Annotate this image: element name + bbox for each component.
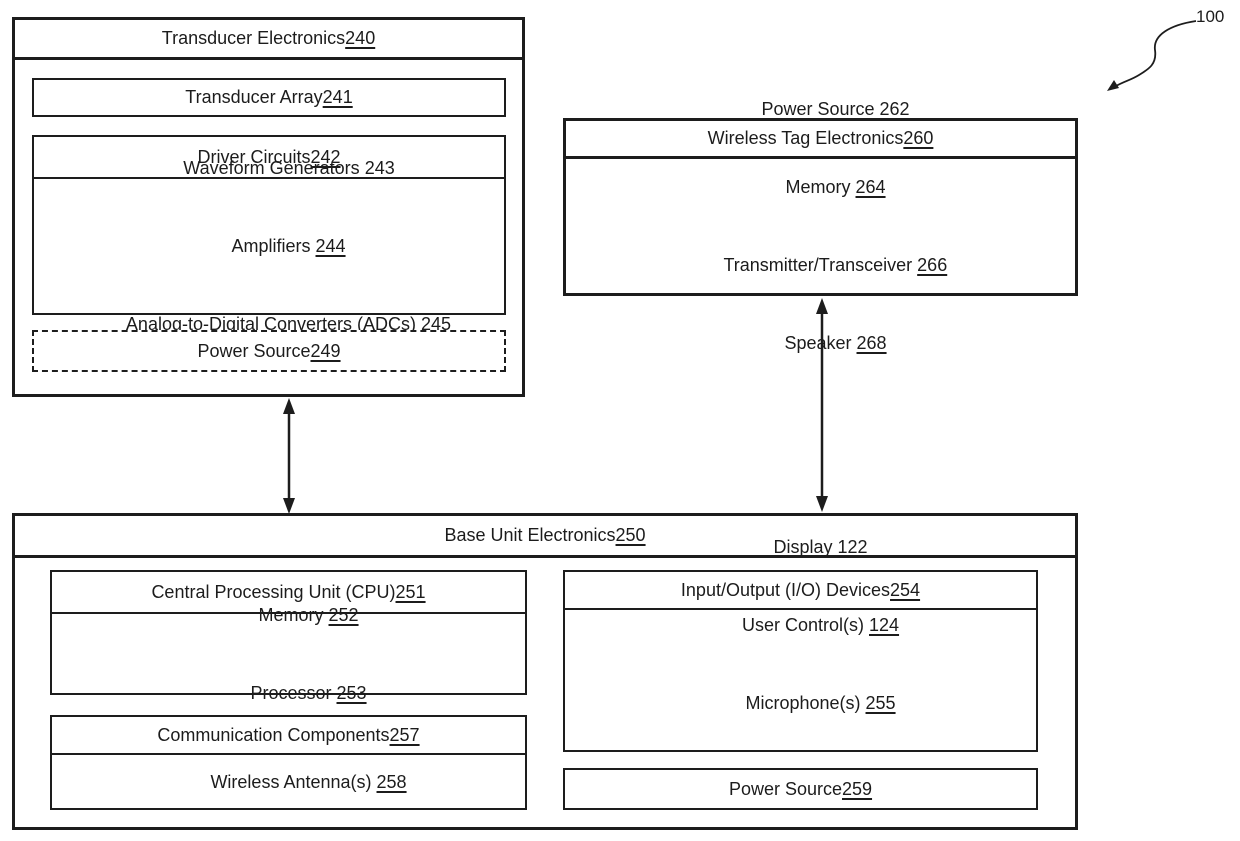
item-tag-memory-label: Memory <box>785 177 851 197</box>
item-adcs-label: Analog-to-Digital Converters (ADCs) <box>125 314 417 334</box>
item-user-controls-ref: 124 <box>869 615 900 635</box>
base-power-source-label: Power Source <box>728 778 842 799</box>
item-wireless-antennas-label: Wireless Antenna(s) <box>210 771 372 792</box>
item-adcs: Analog-to-Digital Converters (ADCs) 245 <box>34 285 504 363</box>
item-cpu-processor-label: Processor <box>250 682 332 703</box>
communication-components-header: Communication Components 257 <box>52 717 525 755</box>
item-adcs-ref: 245 <box>421 314 452 334</box>
base-unit-title-label: Base Unit Electronics <box>444 525 616 545</box>
transducer-electronics-title: Transducer Electronics 240 <box>15 20 522 60</box>
driver-circuits-header-ref: 242 <box>310 146 341 167</box>
driver-circuits-header: Driver Circuits 242 <box>34 137 504 179</box>
wireless-tag-body: Power Source 262 Memory 264 Transmitter/… <box>566 99 1075 353</box>
communication-components-box: Communication Components 257 Wireless An… <box>50 715 527 810</box>
item-tag-speaker-label: Speaker <box>784 333 852 353</box>
item-cpu-processor: Processor 253 <box>52 654 525 732</box>
item-amplifiers-ref: 244 <box>315 236 346 256</box>
wireless-tag-electronics-box: Wireless Tag Electronics 260 Power Sourc… <box>563 99 1078 353</box>
wireless-tag-title-ref: 260 <box>903 128 934 148</box>
transducer-array-ref: 241 <box>322 87 353 107</box>
io-devices-header-label: Input/Output (I/O) Devices <box>680 579 891 600</box>
item-tag-speaker: Speaker 268 <box>566 304 1075 382</box>
item-waveform-generators-ref: 243 <box>364 158 395 178</box>
item-cpu-memory: Memory 252 <box>52 576 525 654</box>
cpu-header: Central Processing Unit (CPU) 251 <box>52 572 525 614</box>
item-amplifiers: Amplifiers 244 <box>34 207 504 285</box>
item-tag-power-source-ref: 262 <box>879 99 910 119</box>
item-cpu-memory-label: Memory <box>258 604 324 625</box>
transducer-electronics-title-label: Transducer Electronics <box>161 28 346 48</box>
item-amplifiers-label: Amplifiers <box>231 236 311 256</box>
io-devices-box: Input/Output (I/O) Devices 254 Display 1… <box>563 537 1038 791</box>
base-unit-title-ref: 250 <box>615 525 646 545</box>
driver-circuits-header-label: Driver Circuits <box>197 146 311 167</box>
item-display-label: Display <box>773 537 833 557</box>
item-wireless-antennas: Wireless Antenna(s) 258 <box>52 743 525 821</box>
transducer-electronics-title-ref: 240 <box>345 28 376 48</box>
item-tag-transmitter-ref: 266 <box>917 255 948 275</box>
item-waveform-generators: Waveform Generators 243 <box>34 129 504 207</box>
transducer-array-box: Transducer Array 241 <box>32 78 506 117</box>
item-user-controls-label: User Control(s) <box>741 615 864 635</box>
transducer-power-source-label: Power Source <box>197 340 311 361</box>
transducer-array-label: Transducer Array <box>185 87 323 107</box>
base-power-source-box: Power Source 259 <box>563 768 1038 810</box>
transducer-power-source-box: Power Source 249 <box>32 330 506 372</box>
item-tag-speaker-ref: 268 <box>856 333 887 353</box>
figure-ref-leader-arrow <box>1107 20 1197 91</box>
item-user-controls: User Control(s) 124 <box>565 586 1036 664</box>
cpu-header-label: Central Processing Unit (CPU) <box>151 581 396 602</box>
item-microphones-ref: 255 <box>865 693 896 713</box>
io-devices-header-ref: 254 <box>890 579 921 600</box>
item-tag-transmitter: Transmitter/Transceiver 266 <box>566 226 1075 304</box>
item-microphones: Microphone(s) 255 <box>565 664 1036 742</box>
item-tag-power-source: Power Source 262 <box>566 70 1075 148</box>
item-cpu-processor-ref: 253 <box>336 682 367 703</box>
item-waveform-generators-label: Waveform Generators <box>183 158 360 178</box>
item-wireless-antennas-ref: 258 <box>376 771 407 792</box>
item-tag-memory-ref: 264 <box>855 177 886 197</box>
item-tag-memory: Memory 264 <box>566 148 1075 226</box>
cpu-box: Central Processing Unit (CPU) 251 Memory… <box>50 570 527 703</box>
base-unit-electronics-box: Base Unit Electronics 250 Central Proces… <box>12 513 1078 830</box>
driver-circuits-box: Driver Circuits 242 Waveform Generators … <box>32 135 506 334</box>
wireless-tag-title-label: Wireless Tag Electronics <box>707 128 904 148</box>
item-tag-power-source-label: Power Source <box>761 99 875 119</box>
item-cpu-memory-ref: 252 <box>328 604 359 625</box>
communication-components-body: Wireless Antenna(s) 258 <box>52 755 525 808</box>
figure-ref-label: 100 <box>1196 7 1225 26</box>
item-tag-transmitter-label: Transmitter/Transceiver <box>723 255 913 275</box>
item-display-ref: 122 <box>837 537 868 557</box>
cpu-body: Memory 252 Processor 253 <box>52 605 525 703</box>
transducer-power-source-ref: 249 <box>310 340 341 361</box>
base-unit-title: Base Unit Electronics 250 <box>15 516 1075 558</box>
cpu-header-ref: 251 <box>395 581 426 602</box>
wireless-tag-title: Wireless Tag Electronics 260 <box>566 121 1075 159</box>
driver-circuits-body: Waveform Generators 243 Amplifiers 244 A… <box>34 158 504 334</box>
io-devices-body: Display 122 User Control(s) 124 Micropho… <box>565 537 1036 791</box>
transducer-electronics-box: Transducer Electronics 240 Transducer Ar… <box>12 17 525 397</box>
io-devices-header: Input/Output (I/O) Devices 254 <box>565 572 1036 610</box>
arrow-transducer-base <box>283 398 295 514</box>
base-power-source-ref: 259 <box>842 778 873 799</box>
item-microphones-label: Microphone(s) <box>745 693 861 713</box>
item-display: Display 122 <box>565 508 1036 586</box>
communication-components-header-ref: 257 <box>389 724 420 745</box>
communication-components-header-label: Communication Components <box>157 724 390 745</box>
